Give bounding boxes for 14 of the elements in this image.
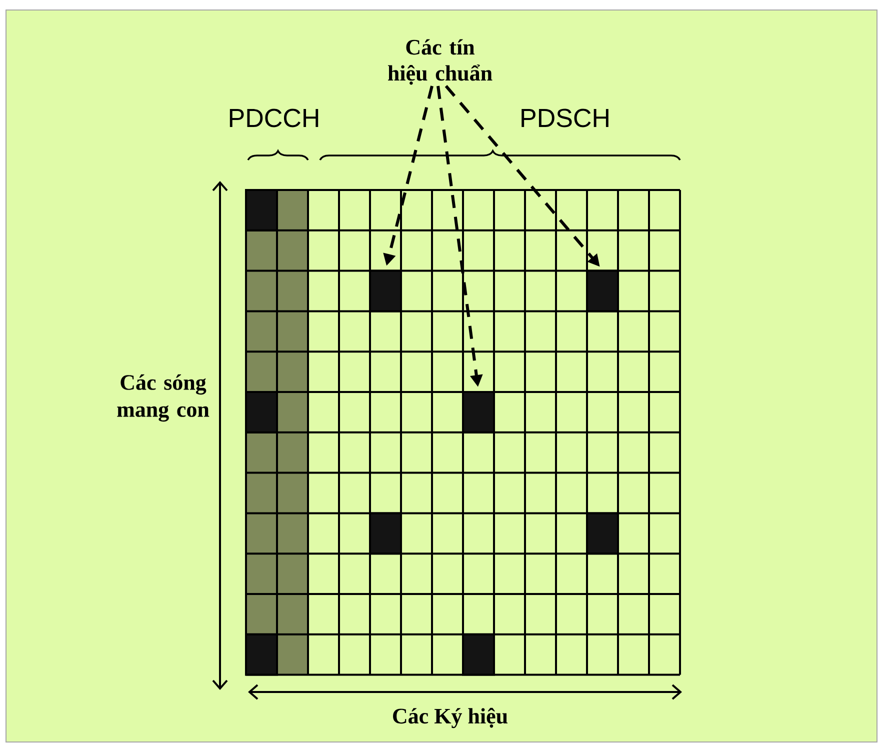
reference-cell (245, 391, 278, 434)
axis-label: Các sóng mang con (117, 374, 210, 422)
reference-cell (586, 512, 619, 555)
reference-cell (462, 391, 495, 434)
channel-label: PDSCH (522, 108, 608, 128)
channel-label: PDCCH (230, 108, 318, 128)
reference-cell (369, 270, 402, 312)
caption-text: Các tín hiệu chuẩn (388, 39, 492, 85)
reference-cell (245, 633, 278, 676)
axis-label: Các Ký hiệu (393, 708, 508, 728)
reference-cell (462, 633, 495, 676)
reference-cell (586, 270, 619, 312)
reference-cell (245, 189, 278, 232)
reference-cell (369, 512, 402, 555)
